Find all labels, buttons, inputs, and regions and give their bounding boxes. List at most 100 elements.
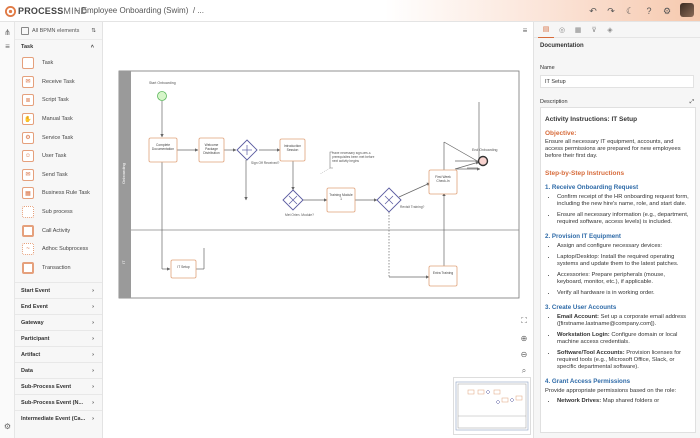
task-label: First Week Check-In (435, 175, 451, 183)
task-box[interactable] (148, 137, 178, 163)
task-label: Welcome Package Distribution (203, 143, 220, 155)
zoom-out-icon[interactable]: ⊖ (520, 350, 528, 359)
task-box[interactable] (326, 187, 356, 213)
doc-list-item: Laptop/Desktop: Install the required ope… (557, 254, 691, 268)
doc-list-item: Software/Tool Accounts: Provision licens… (557, 350, 691, 371)
pool-label: Onboarding (121, 163, 126, 184)
flow[interactable] (443, 141, 480, 163)
palette-item[interactable]: ~Adhoc Subprocess (15, 240, 102, 259)
doc-step-4-text: Provide appropriate permissions based on… (545, 388, 677, 394)
palette-item-label: Call Activity (42, 227, 71, 234)
palette-section-task[interactable]: Task˄ (21, 44, 94, 50)
diagram-canvas[interactable]: Onboarding IT (103, 22, 533, 438)
palette-item[interactable]: ≣ Script Task (15, 91, 102, 110)
task-box[interactable] (428, 265, 458, 287)
undo-icon[interactable]: ↶ (589, 6, 597, 16)
tab-data-icon[interactable]: ▦ (574, 26, 582, 34)
chevron-right-icon: › (92, 287, 94, 294)
palette-category[interactable]: Participant› (15, 330, 102, 346)
end-event[interactable] (477, 155, 489, 167)
left-rail: ⋔ ≡ ⚙ (0, 22, 15, 438)
text-annotation[interactable]: Have necessary sign-offs & prerequisites… (332, 152, 375, 163)
flow[interactable] (398, 182, 431, 198)
palette-filter[interactable]: All BPMN elements⇅ (15, 22, 102, 40)
user-avatar[interactable] (680, 3, 694, 17)
start-event-label: Start Onboarding (149, 81, 176, 85)
model-tree-icon[interactable]: ⋔ (4, 28, 11, 37)
chevron-right-icon: › (92, 351, 94, 358)
palette-item[interactable]: ⚙Service Task (15, 128, 102, 147)
script-icon: ≣ (22, 94, 34, 107)
tab-layers-icon[interactable]: ◈ (607, 26, 613, 34)
flow[interactable] (454, 161, 480, 170)
fit-view-icon[interactable]: ⛶ (521, 316, 527, 325)
subprocess-icon (22, 206, 34, 219)
task-box[interactable] (428, 169, 458, 195)
description-editor[interactable]: Activity Instructions: IT Setup Objectiv… (540, 107, 696, 433)
gateway-1-label: Sign Off Received? (251, 161, 280, 165)
palette-category[interactable]: Data› (15, 362, 102, 378)
palette-item[interactable]: Task (15, 54, 102, 73)
tab-filter-icon[interactable]: ⊽ (591, 26, 597, 34)
palette-item[interactable]: Transaction (15, 259, 102, 278)
palette-item[interactable]: ✉Send Task (15, 166, 102, 185)
bpmn-diagram[interactable]: Onboarding IT (103, 22, 533, 438)
annotation-bracket (329, 151, 333, 169)
palette-item-label: Receive Task (42, 78, 75, 85)
palette-category[interactable]: Start Event› (15, 282, 102, 298)
help-icon[interactable]: ? (646, 6, 652, 16)
database-icon[interactable]: ≡ (5, 42, 10, 51)
task-icon (22, 57, 34, 70)
palette-item[interactable]: ✉Receive Task (15, 73, 102, 92)
rail-settings-icon[interactable]: ⚙ (3, 422, 12, 431)
chevron-right-icon: › (92, 415, 94, 422)
chevron-right-icon: › (92, 319, 94, 326)
brand-name: PROCESSMIND (18, 6, 88, 16)
palette-item-label: Task (42, 60, 54, 67)
gear-icon: ⚙ (22, 131, 34, 144)
palette-item-label: Script Task (42, 97, 69, 104)
theme-icon[interactable]: ☾ (625, 6, 635, 16)
redo-icon[interactable]: ↷ (607, 6, 615, 16)
document-title[interactable]: – Employee Onboarding (Swim) / ... (75, 6, 204, 15)
palette-category[interactable]: Intermediate Event (Ca...› (15, 410, 102, 426)
expand-icon[interactable]: ⤢ (689, 99, 694, 105)
end-event-label: End Onboarding (472, 148, 498, 152)
task-box[interactable] (198, 137, 225, 163)
palette-category[interactable]: End Event› (15, 298, 102, 314)
palette-category[interactable]: Sub-Process Event› (15, 378, 102, 394)
transaction-icon (22, 261, 34, 274)
task-label: Introduction Session (283, 144, 302, 152)
task-label: Complete Documentation (151, 143, 175, 151)
hamburger-menu-icon[interactable]: ≡ (522, 26, 528, 35)
tab-documentation-icon[interactable]: ▤ (538, 22, 554, 38)
doc-step-1-heading: 1. Receive Onboarding Request (545, 184, 639, 191)
task-box[interactable] (279, 138, 306, 162)
minimap[interactable] (453, 377, 531, 435)
doc-list-item: Workstation Login: Configure domain or l… (557, 332, 691, 346)
palette-category[interactable]: Gateway› (15, 314, 102, 330)
name-field[interactable]: IT Setup (540, 75, 694, 88)
zoom-in-icon[interactable]: ⊕ (520, 334, 528, 343)
gateway-3-label: Revisit Training? (400, 205, 425, 209)
doc-step-3-heading: 3. Create User Accounts (545, 304, 617, 311)
pool-header (119, 71, 131, 298)
start-event[interactable] (157, 91, 167, 101)
palette-item[interactable]: ▦Business Rule Task (15, 184, 102, 203)
palette-category[interactable]: Artifact› (15, 346, 102, 362)
chevron-up-down-icon: ⇅ (91, 27, 96, 34)
search-icon[interactable]: ⌕ (521, 366, 527, 375)
settings-icon[interactable]: ⚙ (662, 6, 672, 16)
palette-category[interactable]: Sub-Process Event (N...› (15, 394, 102, 410)
doc-step-4-heading: 4. Grant Access Permissions (545, 378, 631, 385)
palette-item[interactable]: ✋Manual Task (15, 110, 102, 129)
task-label: Extra Training (432, 271, 454, 275)
palette-item-label: Transaction (42, 264, 71, 271)
task-box[interactable] (170, 259, 197, 279)
tab-general-icon[interactable]: ◎ (558, 26, 566, 34)
name-label: Name (540, 65, 555, 71)
palette-item[interactable]: Sub process (15, 203, 102, 222)
palette-item[interactable]: Call Activity (15, 221, 102, 240)
palette-item-label: User Task (42, 153, 67, 160)
palette-item[interactable]: ☺User Task (15, 147, 102, 166)
